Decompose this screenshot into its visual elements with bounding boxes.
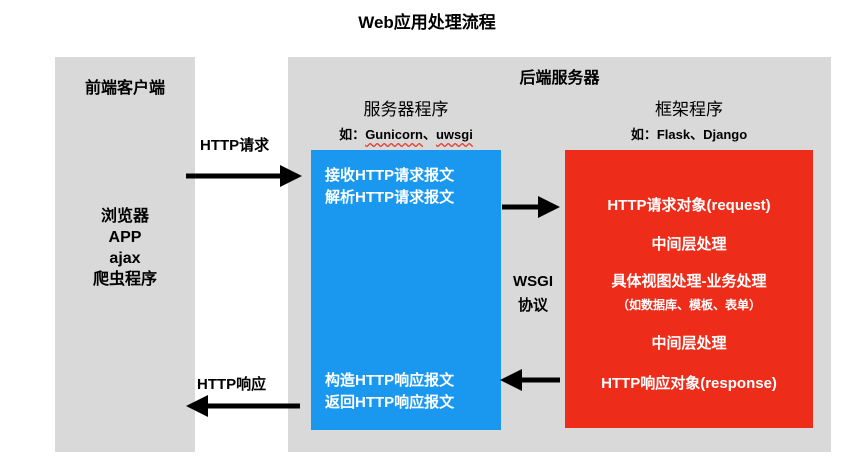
backward-arrow <box>500 369 560 391</box>
client-item-crawler: 爬虫程序 <box>92 271 157 288</box>
receive-step-2: 解析HTTP请求报文 <box>325 189 455 206</box>
respond-steps: 构造HTTP响应报文 返回HTTP响应报文 <box>325 370 454 414</box>
client-item-browser: 浏览器 <box>100 208 149 225</box>
server-program-example: 如：Gunicorn、uwsgi <box>311 124 501 143</box>
server-title: 后端服务器 <box>519 70 600 87</box>
server-program-title: 服务器程序 <box>363 100 449 119</box>
client-title: 前端客户端 <box>84 80 165 97</box>
respond-step-1: 构造HTTP响应报文 <box>325 372 455 389</box>
view-processing: 具体视图处理-业务处理 <box>611 273 767 290</box>
server-program-header: 服务器程序 如：Gunicorn、uwsgi <box>311 95 501 143</box>
middleware-in: 中间层处理 <box>651 236 727 253</box>
request-object: HTTP请求对象(request) <box>607 197 771 214</box>
framework-header: 框架程序 如：Flask、Django <box>565 95 813 143</box>
request-arrow <box>186 165 302 187</box>
client-item-app: APP <box>108 229 142 246</box>
protocol-text: 协议 <box>517 297 548 314</box>
client-item-ajax: ajax <box>109 250 141 267</box>
framework-example: 如：Flask、Django <box>630 127 748 142</box>
middleware-out: 中间层处理 <box>651 335 727 352</box>
receive-step-1: 接收HTTP请求报文 <box>325 167 455 184</box>
wsgi-text: WSGI <box>513 273 553 290</box>
example-separator: 、 <box>422 127 436 142</box>
response-arrow <box>186 395 300 417</box>
client-panel <box>55 57 195 452</box>
response-label: HTTP响应 <box>197 376 267 393</box>
framework-box <box>565 150 813 428</box>
wsgi-protocol-label: WSGI 协议 <box>501 270 565 318</box>
server-program-box <box>311 150 501 430</box>
page-title: Web应用处理流程 <box>358 13 496 32</box>
example-gunicorn: Gunicorn <box>365 127 423 142</box>
example-prefix: 如： <box>339 127 366 142</box>
example-uwsgi: uwsgi <box>435 127 473 142</box>
forward-arrow <box>502 196 560 218</box>
view-detail: （如数据库、模板、表单） <box>616 298 761 312</box>
respond-step-2: 返回HTTP响应报文 <box>325 394 455 411</box>
request-label: HTTP请求 <box>200 137 270 154</box>
client-list: 浏览器 APP ajax 爬虫程序 <box>55 206 195 290</box>
receive-steps: 接收HTTP请求报文 解析HTTP请求报文 <box>325 165 454 209</box>
response-object: HTTP响应对象(response) <box>601 375 777 392</box>
framework-title: 框架程序 <box>655 100 723 119</box>
